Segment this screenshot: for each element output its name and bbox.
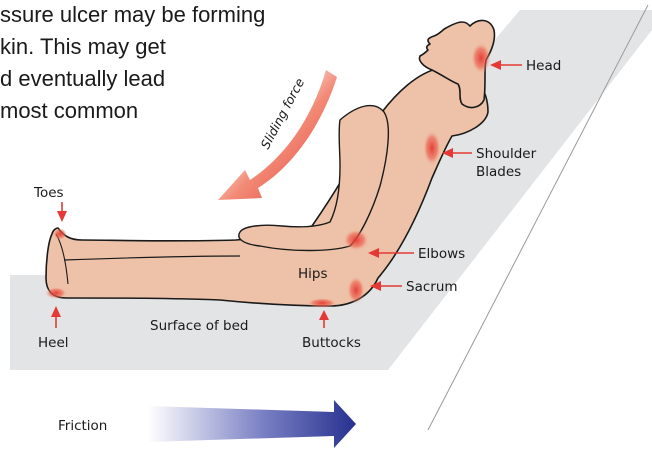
pressure-spot-toes xyxy=(53,228,67,240)
pressure-spot-heel xyxy=(45,287,67,299)
label-sacrum: Sacrum xyxy=(406,279,458,295)
label-friction: Friction xyxy=(58,418,107,434)
label-heel: Heel xyxy=(38,335,69,351)
toes-arrow xyxy=(57,202,67,222)
pressure-spot-elbow xyxy=(343,229,369,251)
label-shoulder-line1: Shoulder xyxy=(476,146,537,162)
label-hips: Hips xyxy=(298,266,328,282)
label-bed-surface: Surface of bed xyxy=(150,318,248,334)
label-shoulder-line2: Blades xyxy=(476,164,521,180)
pressure-spot-buttocks xyxy=(307,298,337,308)
label-elbows: Elbows xyxy=(418,246,465,262)
pressure-spot-head xyxy=(471,42,491,74)
friction-arrow xyxy=(148,400,356,448)
pressure-spot-shoulder xyxy=(423,130,441,166)
label-toes: Toes xyxy=(33,185,64,201)
label-buttocks: Buttocks xyxy=(302,335,361,351)
label-head: Head xyxy=(526,58,561,74)
pressure-spot-sacrum xyxy=(347,276,365,304)
